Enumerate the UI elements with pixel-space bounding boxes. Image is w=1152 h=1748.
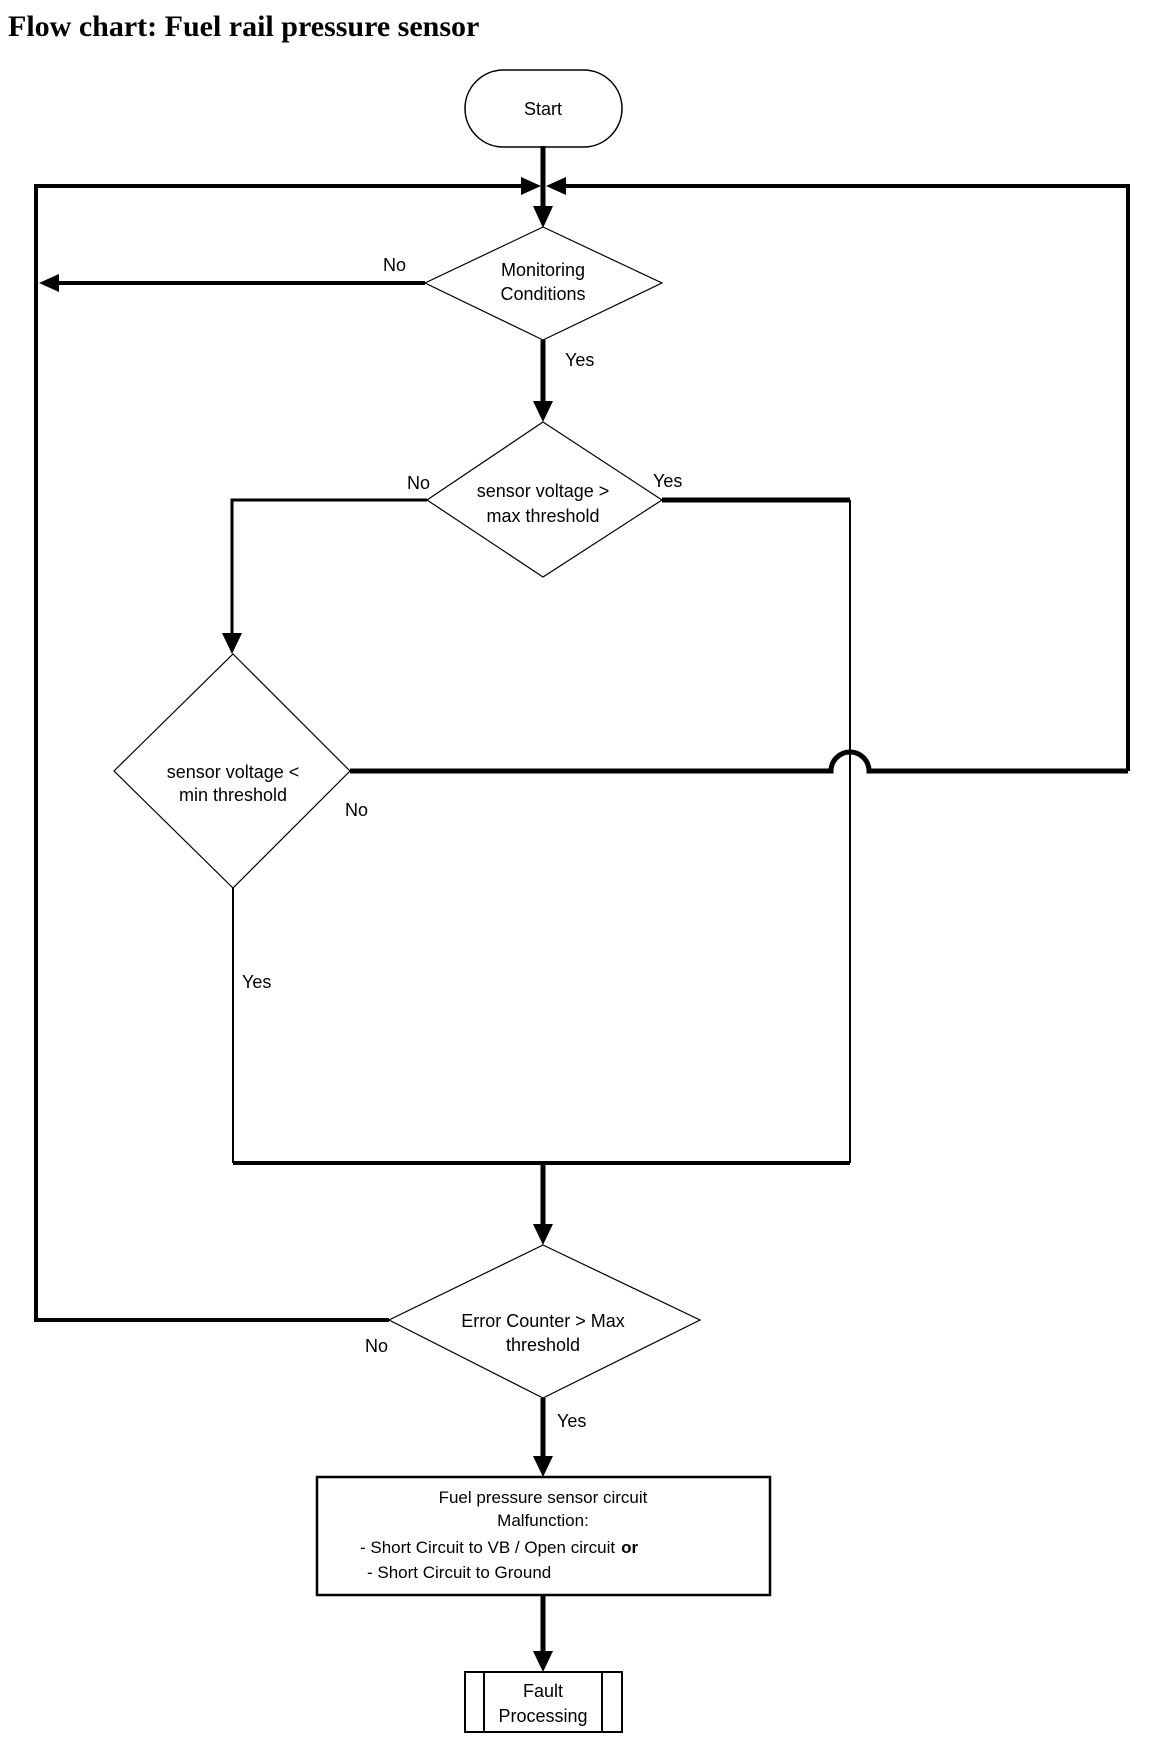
edge-errorcounter-no-return-loop	[34, 184, 521, 1322]
arrowhead-into-errorcounter	[533, 1224, 553, 1245]
start-terminator	[464, 69, 623, 148]
arrowhead-into-faultprocessing	[533, 1651, 553, 1672]
decision-sensor-voltage-max	[425, 421, 664, 578]
error-counter-yes-label: Yes	[557, 1411, 586, 1431]
fault-processing-line1: Fault	[523, 1681, 563, 1701]
monitoring-no-label: No	[383, 255, 406, 275]
arrowhead-junction-from-left	[521, 177, 541, 195]
arrowhead-into-maxcheck	[533, 401, 553, 422]
decision-monitoring-conditions	[423, 226, 664, 341]
process-malfunction-box	[315, 1475, 772, 1597]
sensor-voltage-max-line1: sensor voltage >	[477, 481, 610, 501]
monitoring-yes-label: Yes	[565, 350, 594, 370]
edge-mincheck-no-with-crossover-hop	[350, 749, 1128, 774]
sensor-voltage-max-line2: max threshold	[486, 506, 599, 526]
edge-maxcheck-no	[230, 498, 427, 635]
decision-error-counter	[387, 1244, 702, 1399]
sensor-voltage-min-line1: sensor voltage <	[167, 762, 300, 782]
arrowhead-into-monitoring	[533, 206, 553, 228]
error-counter-line2: threshold	[506, 1335, 580, 1355]
start-label: Start	[524, 99, 562, 119]
sensor-voltage-min-line2: min threshold	[179, 785, 287, 805]
malfunction-line1: Fuel pressure sensor circuit	[439, 1488, 648, 1507]
page-title: Flow chart: Fuel rail pressure sensor	[8, 10, 479, 43]
malfunction-line3-bold: or	[621, 1538, 638, 1557]
monitoring-conditions-line2: Conditions	[500, 284, 585, 304]
malfunction-line2: Malfunction:	[497, 1511, 589, 1530]
monitoring-conditions-line1: Monitoring	[501, 260, 585, 280]
malfunction-line3: - Short Circuit to VB / Open circuit or	[360, 1538, 638, 1557]
error-counter-no-label: No	[365, 1336, 388, 1356]
decision-sensor-voltage-min	[113, 653, 351, 889]
sensor-voltage-max-no-label: No	[407, 473, 430, 493]
sensor-voltage-min-yes-label: Yes	[242, 972, 271, 992]
predefined-process-fault-processing	[464, 1671, 623, 1733]
arrowhead-monitoring-no	[39, 274, 59, 292]
fault-processing-line2: Processing	[498, 1706, 587, 1726]
sensor-voltage-min-no-label: No	[345, 800, 368, 820]
arrowhead-into-malfunction	[533, 1456, 553, 1477]
error-counter-line1: Error Counter > Max	[461, 1311, 625, 1331]
arrowhead-into-mincheck	[222, 633, 242, 654]
edge-minthreshold-no-return-loop	[566, 184, 1130, 771]
malfunction-line3-text: - Short Circuit to VB / Open circuit	[360, 1538, 615, 1557]
malfunction-line4: - Short Circuit to Ground	[367, 1563, 551, 1582]
arrowhead-junction-from-right	[546, 177, 566, 195]
sensor-voltage-max-yes-label: Yes	[653, 471, 682, 491]
